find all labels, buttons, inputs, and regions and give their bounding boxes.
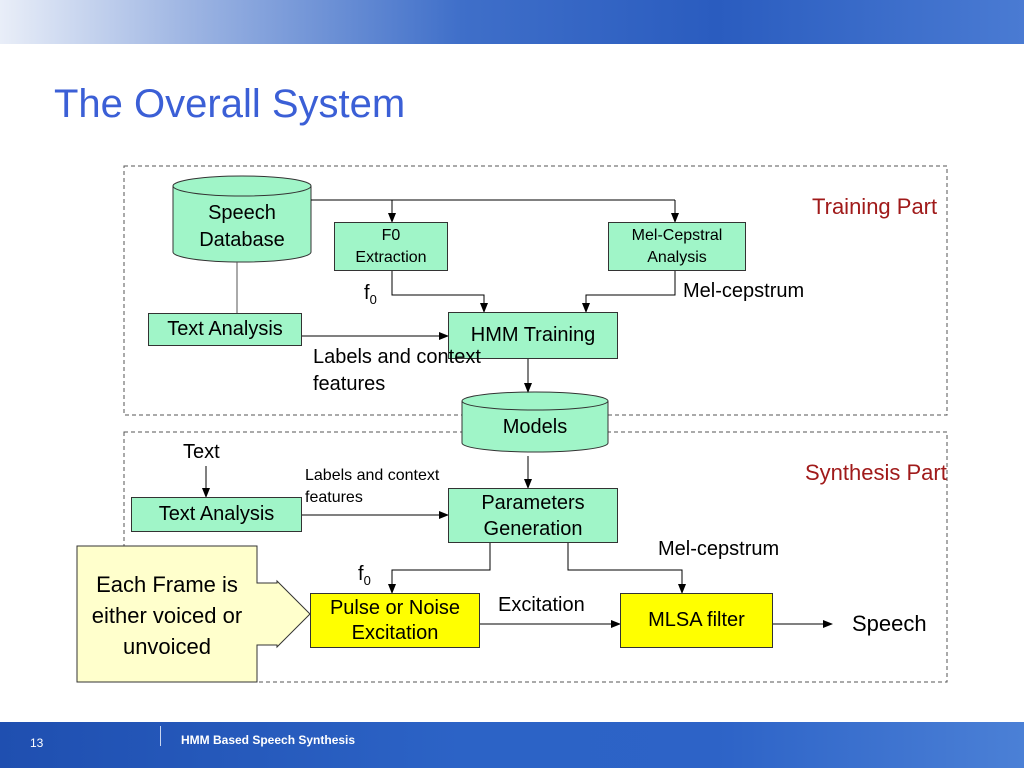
training-labels-context-label: Labels and context features bbox=[313, 346, 481, 395]
f0-to-hmm-line bbox=[391, 271, 488, 313]
callout-text: Each Frame is either voiced or unvoiced bbox=[91, 572, 243, 659]
text-input-label: Text bbox=[183, 441, 220, 463]
synthesis-labels-context-label: Labels and context features bbox=[305, 467, 440, 506]
params-to-mlsa-line bbox=[567, 543, 686, 594]
hmm-training-box: HMM Training bbox=[448, 312, 618, 359]
training-mel-cepstrum-label: Mel-cepstrum bbox=[683, 280, 805, 302]
footer-divider bbox=[160, 726, 161, 746]
footer-banner bbox=[0, 722, 1024, 768]
page-number: 13 bbox=[30, 736, 44, 750]
mlsa-filter-box: MLSA filter bbox=[620, 593, 773, 648]
models-cylinder bbox=[461, 391, 609, 453]
synthesis-f0-label: f0 bbox=[358, 563, 371, 588]
footer-title: HMM Based Speech Synthesis bbox=[181, 733, 356, 747]
synthesis-mel-cepstrum-label: Mel-cepstrum bbox=[658, 538, 780, 560]
models-label: Models bbox=[502, 416, 568, 438]
params-to-pulse-line bbox=[388, 543, 491, 594]
pulse-noise-excitation-box: Pulse or Noise Excitation bbox=[310, 593, 480, 648]
speech-database-cylinder bbox=[172, 175, 312, 263]
excitation-label: Excitation bbox=[498, 594, 585, 616]
training-f0-label: f0 bbox=[364, 282, 377, 307]
synthesis-text-analysis-box: Text Analysis bbox=[131, 497, 302, 532]
slide-title: The Overall System bbox=[54, 82, 406, 126]
speech-database-label: Speech Database bbox=[199, 202, 285, 251]
synthesis-frame bbox=[123, 431, 948, 683]
synthesis-part-label: Synthesis Part bbox=[805, 460, 947, 485]
training-part-label: Training Part bbox=[812, 194, 938, 219]
speech-output-label: Speech bbox=[852, 611, 927, 636]
f0-extraction-box: F0 Extraction bbox=[334, 222, 448, 271]
training-frame bbox=[123, 165, 948, 416]
parameters-generation-box: Parameters Generation bbox=[448, 488, 618, 543]
header-banner bbox=[0, 0, 1024, 44]
callout-shape bbox=[76, 545, 311, 683]
training-text-analysis-box: Text Analysis bbox=[148, 313, 302, 346]
mel-cepstral-analysis-box: Mel-Cepstral Analysis bbox=[608, 222, 746, 271]
mel-to-hmm-line bbox=[582, 271, 676, 313]
